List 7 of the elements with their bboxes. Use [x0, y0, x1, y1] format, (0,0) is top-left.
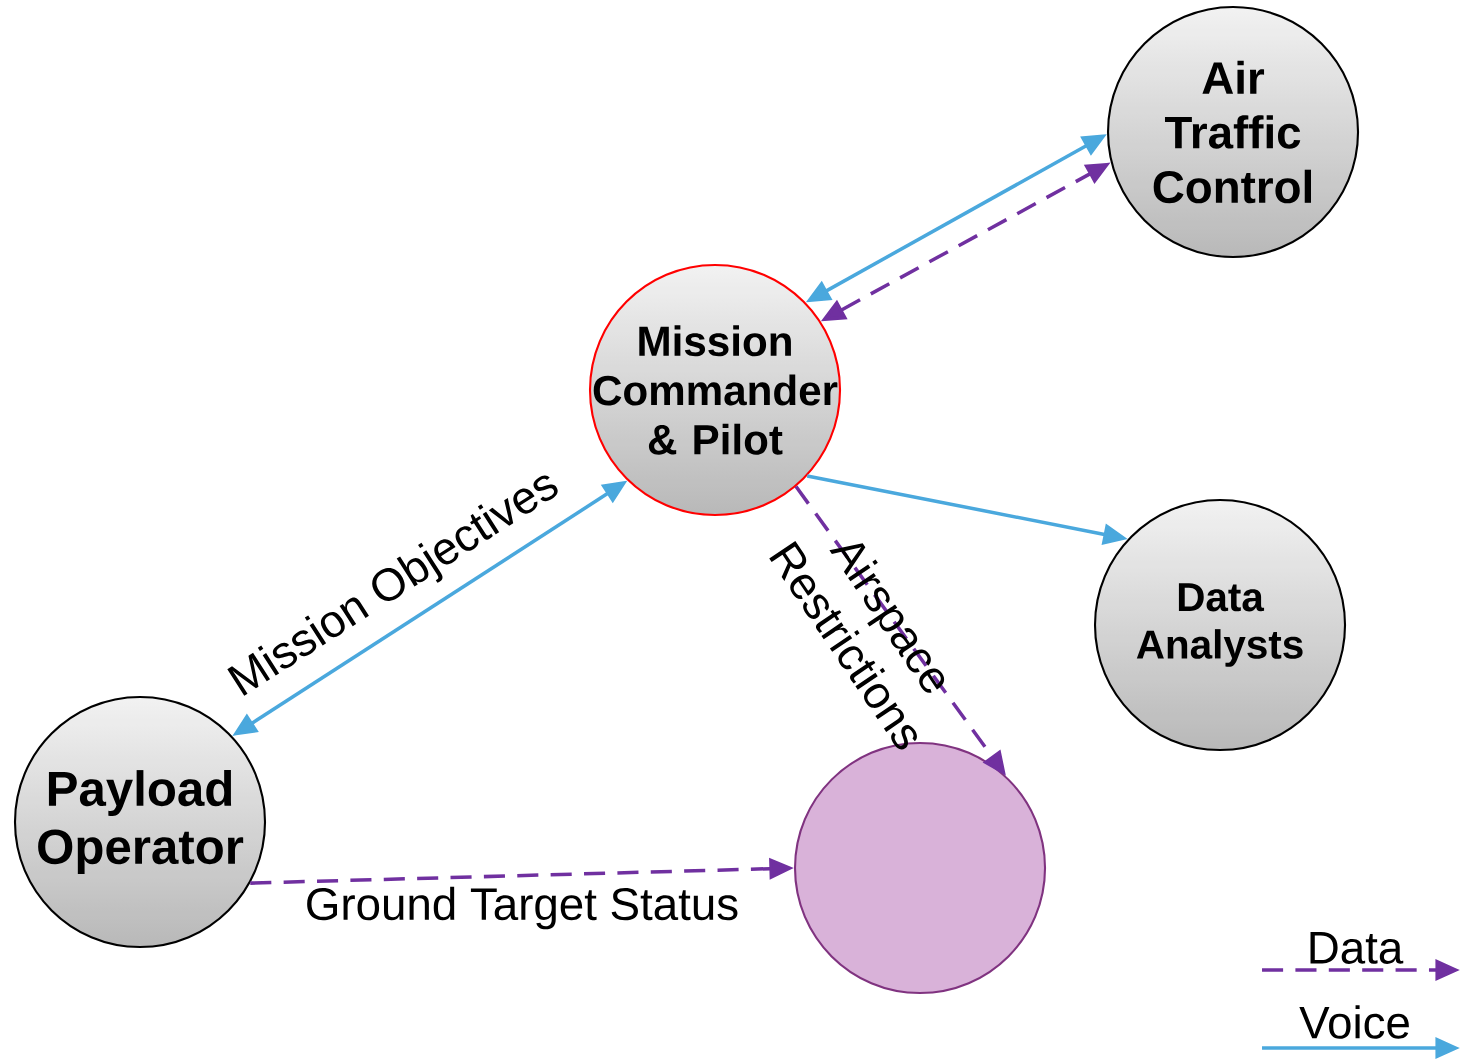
circle-node: Mission Commander & Pilot — [588, 263, 842, 517]
legend-label: Data — [1310, 932, 1404, 964]
circle-node: Air Traffic Control — [1106, 5, 1360, 259]
circle-node: Data Analysts — [1093, 498, 1347, 752]
edge-label: Ground Target Status — [307, 886, 738, 930]
legend-label: Voice — [1299, 1005, 1409, 1039]
circle-node: Payload Operator — [13, 695, 267, 949]
